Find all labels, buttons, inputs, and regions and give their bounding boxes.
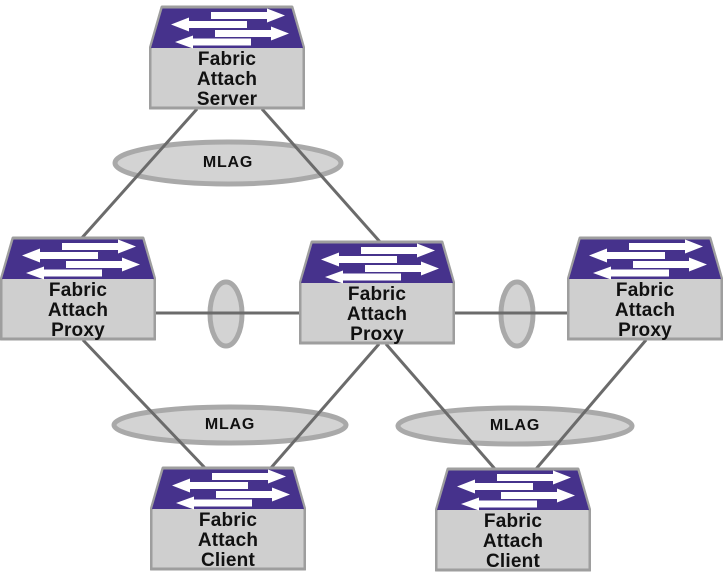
node-label-fabric-attach-client-left: Fabric Attach Client: [197, 510, 259, 571]
mlag-label-top: MLAG: [202, 154, 254, 171]
mlag-ellipse-bottom-right: [395, 405, 635, 447]
node-label-fabric-attach-proxy-left: Fabric Attach Proxy: [47, 280, 109, 341]
node-fabric-attach-client-right: Fabric Attach Client: [435, 467, 591, 573]
node-fabric-attach-proxy-right: Fabric Attach Proxy: [567, 236, 723, 342]
link-proxy-center-to-client-right: [384, 343, 497, 470]
mlag-label-bottom-right: MLAG: [489, 417, 541, 434]
node-label-fabric-attach-proxy-center: Fabric Attach Proxy: [346, 284, 408, 345]
link-proxy-right-to-client-right: [534, 339, 648, 470]
link-server-to-proxy-center: [260, 108, 383, 244]
link-server-to-proxy-left: [78, 108, 199, 241]
node-fabric-attach-client-left: Fabric Attach Client: [150, 466, 306, 572]
mlag-ellipse-top: [112, 139, 344, 187]
node-fabric-attach-server: Fabric Attach Server: [149, 5, 305, 111]
link-proxy-center-to-client-left: [268, 343, 381, 470]
mlag-label-bottom-left: MLAG: [204, 416, 256, 433]
node-fabric-attach-proxy-center: Fabric Attach Proxy: [299, 240, 455, 346]
node-label-fabric-attach-server: Fabric Attach Server: [196, 49, 258, 110]
node-label-fabric-attach-client-right: Fabric Attach Client: [482, 511, 544, 572]
node-label-fabric-attach-proxy-right: Fabric Attach Proxy: [614, 280, 676, 341]
node-fabric-attach-proxy-left: Fabric Attach Proxy: [0, 236, 156, 342]
link-proxy-left-to-client-left: [81, 338, 208, 471]
